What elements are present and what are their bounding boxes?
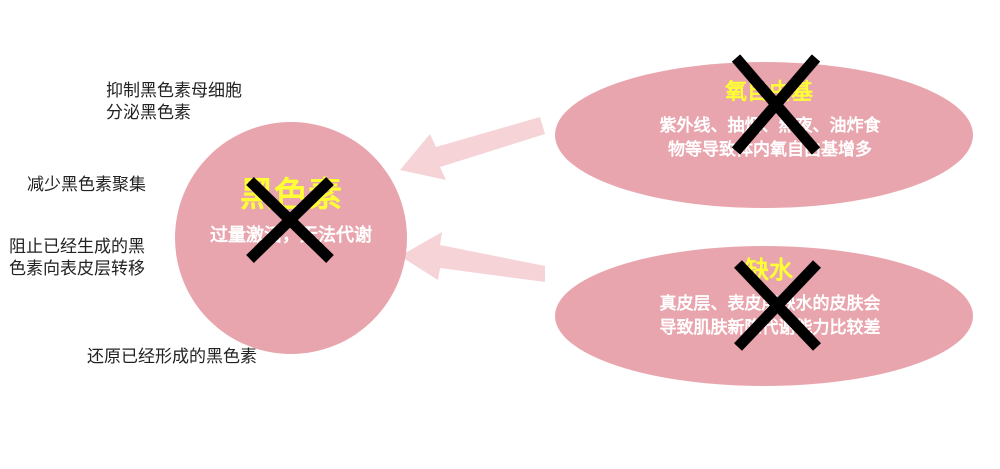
arrow-from-water-shape bbox=[400, 232, 545, 282]
label-line: 阻止已经生成的黑 bbox=[9, 237, 145, 257]
label-line: 色素向表皮层转移 bbox=[9, 259, 145, 279]
label-line: 抑制黑色素母细胞 bbox=[106, 81, 242, 101]
label-line: 还原已经形成的黑色素 bbox=[87, 347, 257, 367]
label-line: 减少黑色素聚集 bbox=[27, 175, 146, 195]
cross-mark-icon bbox=[731, 54, 821, 155]
dehydration-line2: 导致肌肤新陈代谢能力比较差 bbox=[659, 318, 881, 338]
label-restore-melanin: 还原已经形成的黑色素 bbox=[87, 346, 257, 368]
label-inhibit-melanocytes: 抑制黑色素母细胞 分泌黑色素 bbox=[106, 80, 242, 124]
oxygen-radical-line2: 物等导致体内氧自由基增多 bbox=[668, 140, 872, 160]
label-reduce-aggregation: 减少黑色素聚集 bbox=[27, 174, 146, 196]
melanin-subtitle: 过量激活，无法代谢 bbox=[210, 225, 372, 246]
arrow-from-oxygen-shape bbox=[400, 117, 545, 180]
arrow-from-oxygen bbox=[400, 117, 545, 180]
melanin-circle bbox=[175, 122, 407, 354]
oxygen-radical-line1: 紫外线、抽烟、熬夜、油炸食 bbox=[659, 116, 881, 136]
cross-mark-icon bbox=[246, 177, 334, 263]
label-prevent-transfer: 阻止已经生成的黑 色素向表皮层转移 bbox=[9, 236, 145, 280]
cross-mark-icon bbox=[734, 260, 821, 351]
label-line: 分泌黑色素 bbox=[106, 103, 191, 123]
arrow-from-water bbox=[400, 232, 545, 282]
